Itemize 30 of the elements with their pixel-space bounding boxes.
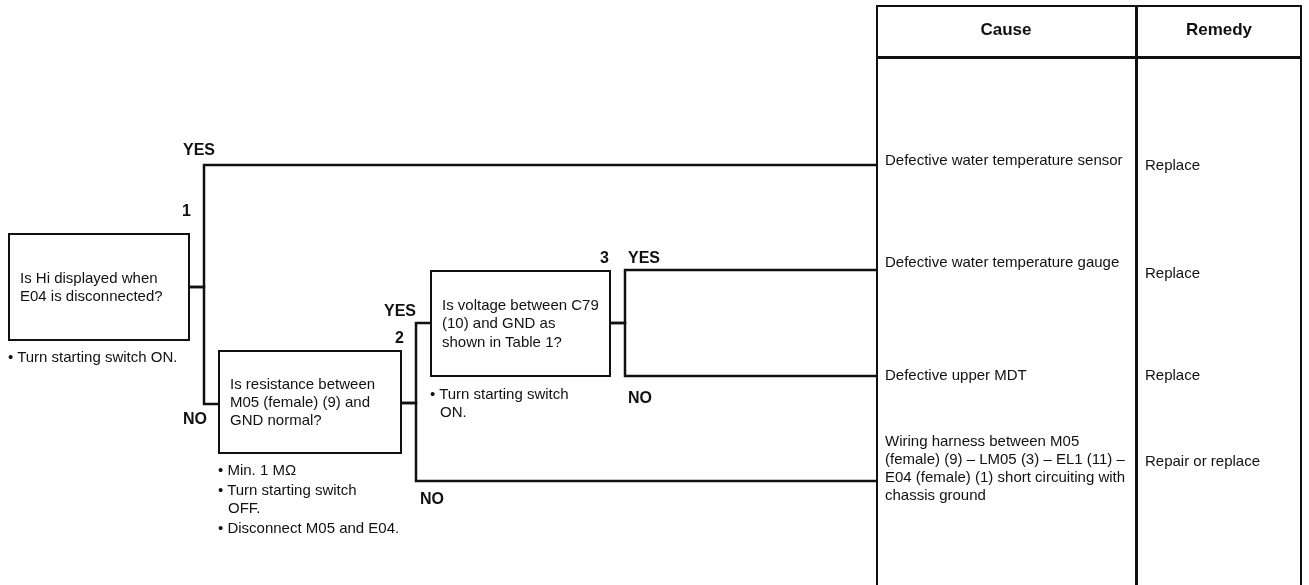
cause-text: Defective upper MDT	[876, 366, 1136, 384]
note-text: • Min. 1 MΩ	[218, 461, 298, 479]
step-number: 3	[600, 249, 609, 267]
edge-label: NO	[183, 411, 207, 427]
note-text: • Turn starting switch ON.	[430, 385, 570, 421]
cause-text: Defective water temperature sensor	[876, 151, 1136, 169]
step-number: 2	[395, 329, 404, 347]
remedy-text: Replace	[1145, 366, 1202, 384]
edge-label: YES	[628, 250, 660, 266]
connector-line	[402, 401, 876, 483]
cause-text: Defective water temperature gauge	[876, 253, 1136, 271]
edge-label: YES	[183, 142, 215, 158]
question-box: Is voltage between C79 (10) and GND as shown in Table 1?	[430, 270, 611, 377]
step-number: 1	[182, 202, 191, 220]
cause-text: Wiring harness between M05 (female) (9) – LM05 (3) – EL1 (11) – E04 (female) (1) short circuiting with chassis ground	[876, 432, 1136, 504]
note-text: • Turn starting switch ON.	[8, 348, 179, 366]
remedy-text: Replace	[1145, 264, 1202, 282]
question-box: Is Hi displayed when E04 is disconnected?	[8, 233, 190, 341]
column-header: Cause	[979, 20, 1033, 40]
column-header: Remedy	[1184, 20, 1254, 40]
edge-label: NO	[628, 390, 652, 406]
connector-line	[611, 321, 876, 378]
remedy-text: Replace	[1145, 156, 1202, 174]
edge-label: NO	[420, 491, 444, 507]
edge-label: YES	[384, 303, 416, 319]
note-text: • Turn starting switch OFF.	[218, 481, 358, 517]
note-text: • Disconnect M05 and E04.	[218, 519, 401, 537]
question-box: Is resistance between M05 (female) (9) and GND normal?	[218, 350, 402, 454]
connector-line	[190, 285, 218, 406]
remedy-text: Repair or replace	[1145, 452, 1262, 470]
